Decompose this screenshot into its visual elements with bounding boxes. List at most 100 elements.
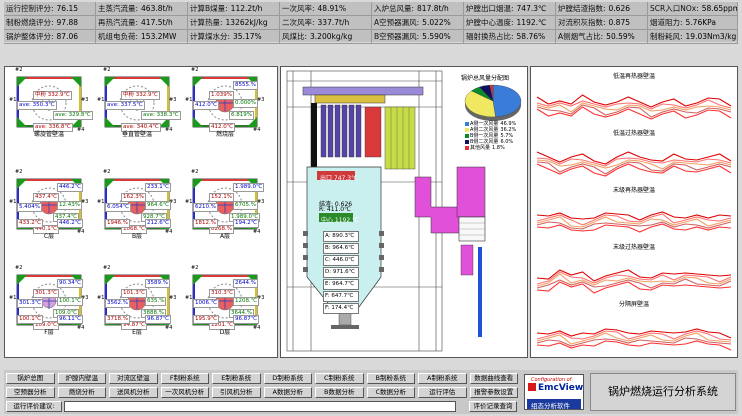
chart-series-line <box>536 223 732 233</box>
gauge-corner-label: #3 <box>169 97 177 103</box>
pie-slice <box>489 84 494 102</box>
analysis-button[interactable]: C数据分析 <box>366 387 415 398</box>
evaluation-input[interactable] <box>64 401 456 412</box>
analysis-button[interactable]: 一次风机分析 <box>160 387 209 398</box>
gauge-corner <box>193 117 203 127</box>
metric-label: 一次风率: <box>282 4 315 13</box>
gauge-value: 440.1℃ <box>33 225 59 234</box>
evaluation-history-button[interactable]: 评价记录查询 <box>469 401 517 412</box>
metric-label: 再热汽流量: <box>98 18 139 27</box>
analysis-button[interactable]: B数据分析 <box>315 387 364 398</box>
gauge-side <box>17 77 81 79</box>
chart-title: 末级再热器壁温 <box>612 187 655 194</box>
gauge-value: ave: 329.8℃ <box>53 111 93 120</box>
logo-mark-icon <box>528 383 536 391</box>
metric-value: 97.88 <box>56 18 79 27</box>
convection-pass <box>384 106 416 170</box>
gauge-corner-label: #4 <box>253 229 261 235</box>
nav-button[interactable]: 对流区壁温 <box>109 373 158 384</box>
metric-cell: 计算煤水分:35.17% <box>188 30 280 43</box>
metric-value: 747.3℃ <box>516 4 547 13</box>
analysis-button[interactable]: 引风机分析 <box>212 387 261 398</box>
analysis-button[interactable]: A数据分析 <box>263 387 312 398</box>
metric-value: 58.65ppm <box>701 4 738 13</box>
analysis-button[interactable]: 燃烧分析 <box>57 387 106 398</box>
gauge-value: 6210.% <box>193 203 218 212</box>
system-title: 锅炉燃烧运行分析系统 <box>590 373 736 411</box>
metric-value: 0.626 <box>608 4 631 13</box>
gauge-name: 燃烧层 <box>215 131 234 138</box>
legend-label: A侧一次风量 <box>470 121 499 127</box>
analysis-button[interactable]: 报警参数设置 <box>469 387 518 398</box>
chart-series-line <box>536 281 732 294</box>
gauge-value: 301.3℃ <box>33 289 59 298</box>
chart-plot <box>536 328 732 351</box>
nav-button[interactable]: 数据曲线查看 <box>469 373 518 384</box>
nav-button[interactable]: C制粉系统 <box>315 373 364 384</box>
analysis-button[interactable]: 送风机分析 <box>109 387 158 398</box>
metric-cell: 主蒸汽流量:463.8t/h <box>96 2 188 15</box>
nav-button[interactable]: E制粉系统 <box>212 373 261 384</box>
metric-label: 入炉总风量: <box>374 4 415 13</box>
division-panel <box>364 106 382 158</box>
metric-value: 0.875 <box>608 18 631 27</box>
gauge-value: 412.0℃ <box>193 101 219 110</box>
gauge-value: 5.404% <box>17 203 42 212</box>
chart-series-line <box>536 94 732 108</box>
legend-value: 5.7% <box>500 133 514 139</box>
gauge-value: 中粉 332.9℃ <box>121 91 160 100</box>
nav-button[interactable]: 炉膛内壁温 <box>57 373 106 384</box>
gauge-side <box>105 275 169 277</box>
chart-plot <box>536 151 732 177</box>
nav-button[interactable]: A制粉系统 <box>418 373 467 384</box>
metric-label: 风煤比: <box>282 32 308 41</box>
metric-label: 制粉燃烧评分: <box>6 18 54 27</box>
downcomer-left <box>311 103 317 175</box>
gauge-corner <box>159 77 169 87</box>
chart-series-line <box>536 332 732 345</box>
nav-button[interactable]: F制粉系统 <box>160 373 209 384</box>
chart-series-line <box>536 269 732 282</box>
metric-value: 1192.℃ <box>516 18 547 27</box>
nav-button[interactable]: B制粉系统 <box>366 373 415 384</box>
gauge-corner-label: #4 <box>253 325 261 331</box>
metric-cell: 计算热量:13262kJ/kg <box>188 16 280 29</box>
nav-button[interactable]: 锅炉总图 <box>6 373 55 384</box>
chart-series-line <box>536 161 732 175</box>
metric-value: 50.59% <box>606 32 635 41</box>
analysis-button[interactable]: 空预器分析 <box>6 387 55 398</box>
gauge-corner <box>17 117 27 127</box>
analysis-button[interactable]: 运行评估 <box>418 387 467 398</box>
gauge-corner <box>105 275 115 285</box>
gauge-corner-label: #4 <box>77 229 85 235</box>
chart-series-line <box>536 340 732 351</box>
gauge-value: ave: 336.8℃ <box>33 123 73 132</box>
nav-button[interactable]: D制粉系统 <box>263 373 312 384</box>
chart-series-line <box>536 337 732 347</box>
gauge-corner-label: #2 <box>191 169 199 175</box>
chart-plot <box>536 94 732 120</box>
metric-label: 对流积灰指数: <box>558 18 606 27</box>
metric-label: 制粉耗风: <box>650 32 683 41</box>
metric-cell: 二次风率:337.7t/h <box>280 16 372 29</box>
metric-label: SCR入口NOx: <box>650 4 699 13</box>
gauge-corner-label: #1 <box>185 97 193 103</box>
metric-label: 炉膛中心温度: <box>466 18 514 27</box>
gauge-corner-label: #3 <box>81 295 89 301</box>
gauge-corner-label: #1 <box>185 199 193 205</box>
gauge-corner-label: #1 <box>9 295 17 301</box>
gauge-name: A层 <box>219 233 231 240</box>
